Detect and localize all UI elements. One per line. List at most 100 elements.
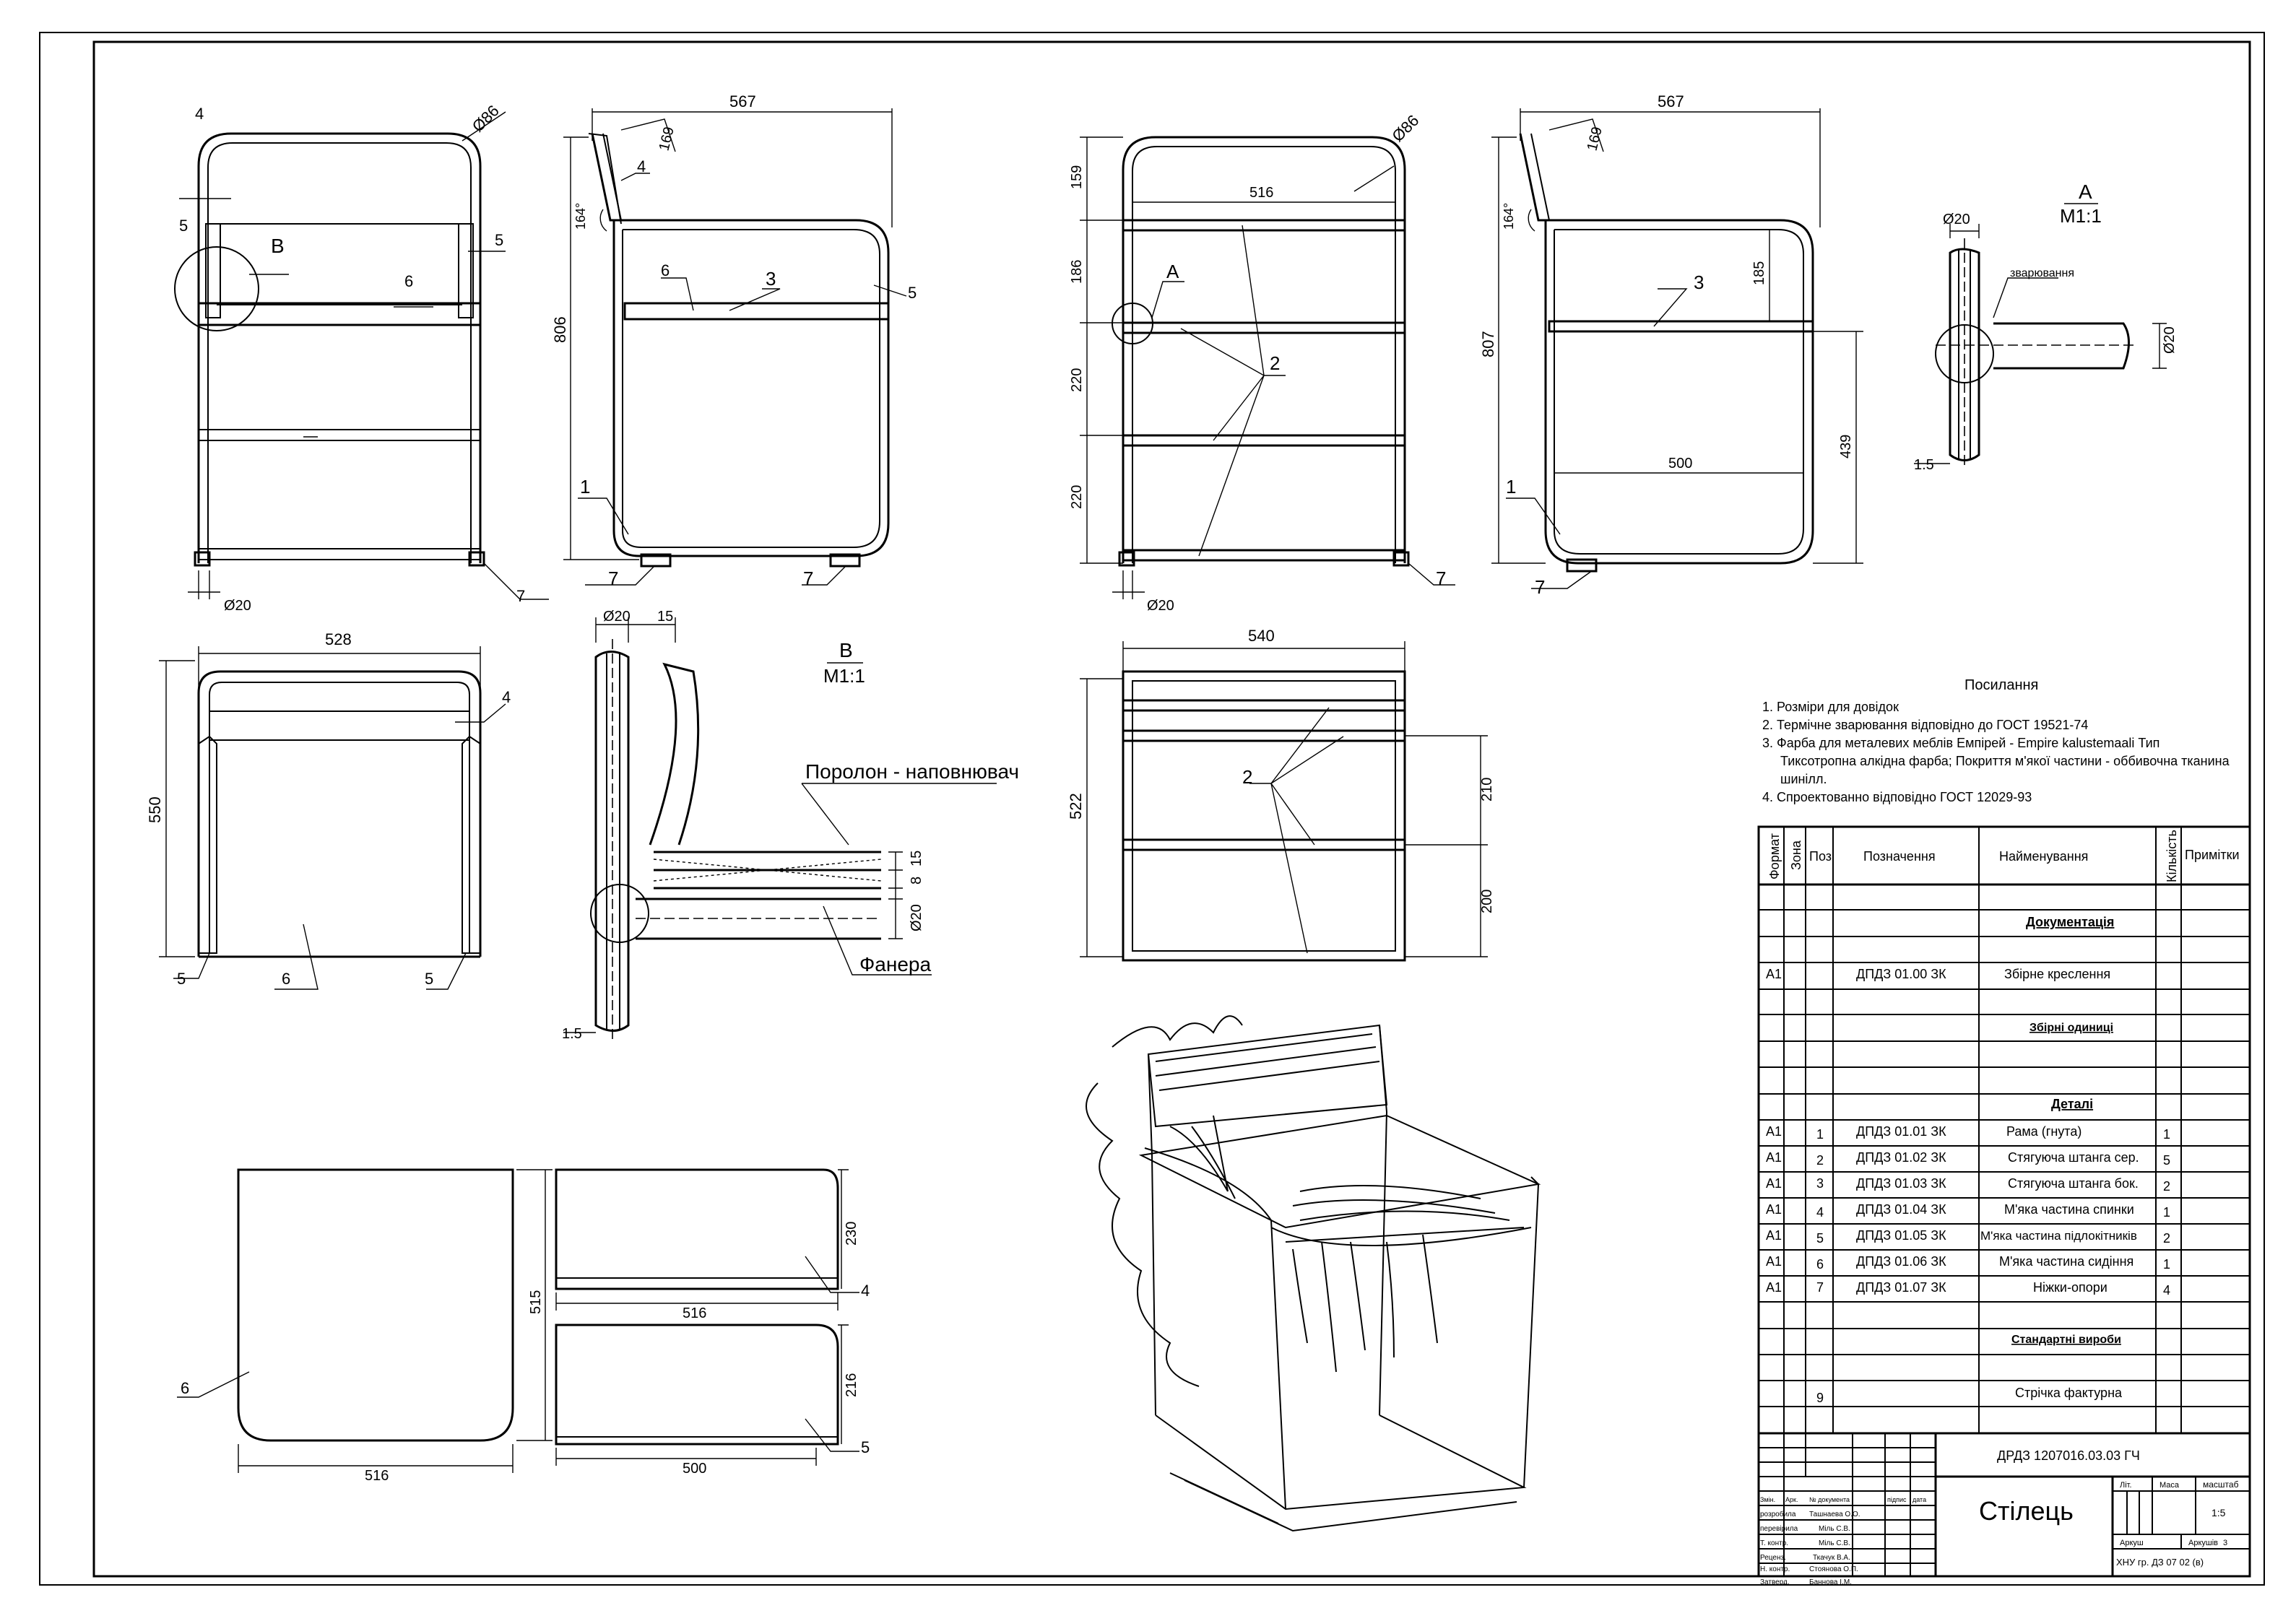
stamp-role: Т. контр. [1760, 1539, 1788, 1547]
side2-angle: 164° [1502, 203, 1516, 230]
spec-section-assemblies: Збірні одиниці [2029, 1022, 2113, 1034]
spec-cell: 4 [2163, 1283, 2170, 1298]
spec-cell: 1 [2163, 1257, 2170, 1272]
front2-label-2: 2 [1270, 352, 1280, 374]
spec-doc-format: А1 [1766, 967, 1782, 981]
front2-dim-220a: 220 [1069, 368, 1085, 392]
spec-cell: А1 [1766, 1176, 1782, 1191]
title-org: ХНУ гр. ДЗ 07 02 (в) [2116, 1557, 2204, 1568]
spec-cell: 2 [1816, 1153, 1824, 1168]
front-dia: Ø86 [469, 102, 503, 136]
front2-dim-159: 159 [1069, 165, 1085, 189]
front2-label-7: 7 [1436, 568, 1446, 589]
stamp-name: Ткачук В.А. [1813, 1554, 1850, 1562]
spec-cell: 5 [1816, 1231, 1824, 1246]
detail-a-dia-right: Ø20 [2162, 326, 2178, 354]
spec-part-row: А1 4 ДПДЗ 01.04 ЗК М'яка частина спинки … [1766, 1202, 2170, 1220]
spec-h-designation: Позначення [1863, 849, 1936, 864]
spec-part-row: А1 3 ДПДЗ 01.03 ЗК Стягуюча штанга бок. … [1766, 1176, 2170, 1194]
stamp-role: перевірила [1760, 1525, 1798, 1533]
plan-210: 210 [1479, 778, 1495, 801]
parts-label-4: 4 [861, 1282, 870, 1300]
spec-cell: ДПДЗ 01.06 ЗК [1856, 1254, 1946, 1269]
spec-cell: М'яка частина підлокітників [1980, 1229, 2137, 1243]
stamp-h-sheet: Арк. [1785, 1496, 1798, 1503]
top-label-5a: 5 [177, 970, 186, 988]
spec-cell: 1 [2163, 1205, 2170, 1220]
spec-doc-name: Збірне креслення [2004, 967, 2110, 981]
front-label-7: 7 [516, 587, 525, 605]
side-height: 806 [551, 316, 569, 343]
top-width: 528 [325, 630, 352, 648]
spec-part-row: А1 7 ДПДЗ 01.07 ЗК Ніжки-опори 4 [1766, 1280, 2170, 1298]
title-sheets-label: Аркушів [2188, 1539, 2218, 1547]
spec-cell: 3 [1816, 1176, 1824, 1191]
spec-part-row: А1 2 ДПДЗ 01.02 ЗК Стягуюча штанга сер. … [1766, 1150, 2170, 1168]
side-label-5: 5 [908, 284, 917, 302]
spec-section-standard: Стандартні вироби [2011, 1334, 2121, 1346]
side-label-3: 3 [766, 268, 776, 290]
spec-h-notes: Примітки [2185, 848, 2240, 862]
title-sheets-count: 3 [2223, 1539, 2227, 1547]
detail-b-d20: Ø20 [909, 904, 924, 931]
spec-cell: А1 [1766, 1124, 1782, 1139]
stamp-h-sign: підпис [1887, 1496, 1907, 1503]
notes-line-2: 2. Термічне зварювання відповідно до ГОС… [1762, 718, 2088, 732]
spec-part-row: А1 6 ДПДЗ 01.06 ЗК М'яка частина сидіння… [1766, 1254, 2170, 1272]
stamp-name: Ташнаева О.О. [1809, 1511, 1860, 1518]
part-back-h: 230 [844, 1222, 859, 1246]
stamp-role: Н. контр. [1760, 1565, 1790, 1573]
side-width: 567 [729, 92, 756, 110]
spec-h-qty: Кількість [2165, 830, 2179, 882]
side2-label-1: 1 [1506, 476, 1516, 497]
spec-part-row: А1 5 ДПДЗ 01.05 ЗК М'яка частина підлокі… [1766, 1228, 2170, 1246]
stamp-role: Реценз. [1760, 1554, 1786, 1562]
spec-cell: М'яка частина спинки [2004, 1202, 2134, 1217]
title-lit-label: Літ. [2120, 1481, 2132, 1490]
front2-bottom-dia: Ø20 [1147, 598, 1174, 614]
notes-line-1: 1. Розміри для довідок [1762, 700, 1899, 714]
spec-part-row: А1 1 ДПДЗ 01.01 ЗК Рама (гнута) 1 [1766, 1124, 2170, 1142]
plan-depth: 522 [1067, 793, 1085, 820]
side2-h439: 439 [1838, 435, 1854, 459]
plan-view: 540 522 210 200 2 [1067, 627, 1495, 962]
stamp-name: Стоянова О.П. [1809, 1565, 1858, 1573]
title-scale: 1:5 [2211, 1507, 2226, 1518]
spec-cell: 6 [1816, 1257, 1824, 1272]
parts-label-6: 6 [181, 1379, 189, 1397]
outer-frame [39, 32, 2265, 1586]
part-arm-h: 216 [844, 1373, 859, 1397]
stamp-h-doc: № документа [1809, 1496, 1850, 1503]
front-bottom-dia: Ø20 [224, 598, 251, 614]
side-view-2: 567 807 169 164° 185 439 500 3 1 7 [1479, 92, 1863, 598]
detail-a-weld: зварювання [2010, 267, 2074, 279]
top-label-5b: 5 [425, 970, 433, 988]
spec-section-parts: Деталі [2051, 1097, 2093, 1111]
top-depth: 550 [146, 796, 164, 823]
stamp-role: Затверд. [1760, 1578, 1790, 1586]
plan-label-2: 2 [1242, 766, 1252, 788]
plan-width: 540 [1248, 627, 1275, 645]
detail-b-scale: М1:1 [823, 665, 865, 687]
stamp-role: розробила [1760, 1510, 1796, 1518]
spec-cell: А1 [1766, 1150, 1782, 1165]
spec-cell: ДПДЗ 01.04 ЗК [1856, 1202, 1946, 1217]
front-label-5b: 5 [495, 231, 503, 249]
title-name: Стілець [1979, 1496, 2074, 1526]
spec-cell: 5 [2163, 1153, 2170, 1168]
part-seat-w: 516 [365, 1468, 389, 1484]
detail-b-d8: 8 [909, 877, 924, 885]
front2-inner: 516 [1249, 185, 1273, 201]
notes-line-6: 4. Спроектованно відповідно ГОСТ 12029-9… [1762, 790, 2032, 804]
front2-mark-a: А [1166, 261, 1179, 282]
detail-a-title: А [2079, 181, 2092, 203]
stamp-h-date: дата [1912, 1496, 1926, 1503]
spec-cell: А1 [1766, 1228, 1782, 1243]
title-code: ДРДЗ 1207016.03.03 ГЧ [1997, 1448, 2140, 1463]
spec-cell: 2 [2163, 1231, 2170, 1246]
detail-a: А М1:1 Ø20 зварювання Ø20 1.5 [1914, 181, 2178, 473]
title-scale-label: масштаб [2203, 1479, 2239, 1490]
spec-standard-pos: 9 [1816, 1391, 1824, 1405]
front-label-5a: 5 [179, 217, 188, 235]
detail-b-foam: Поролон - наповнювач [805, 760, 1019, 783]
